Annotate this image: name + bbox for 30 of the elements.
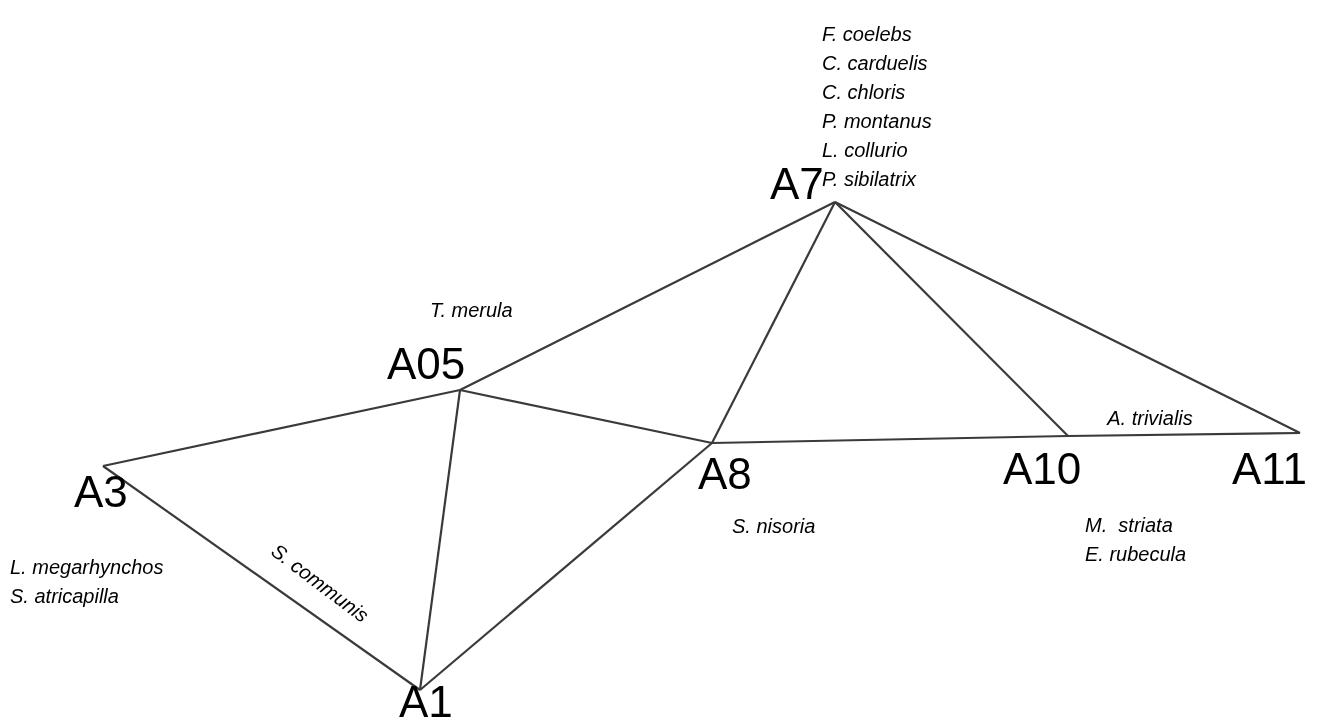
- species-name: C. chloris: [822, 80, 907, 105]
- site-label: A11: [1232, 447, 1308, 491]
- connector-line: [102, 465, 421, 691]
- species-name: E. rubecula: [1085, 542, 1187, 567]
- species-name: S. nisoria: [732, 514, 816, 539]
- site-label: A05: [387, 342, 466, 386]
- site-label: A1: [399, 680, 453, 722]
- connector-line: [834, 201, 1301, 434]
- species-name: T. merula: [430, 298, 513, 323]
- species-name: F. coelebs: [822, 22, 913, 47]
- site-label: A3: [74, 470, 128, 514]
- connector-line: [1068, 431, 1300, 438]
- site-label: A8: [698, 452, 752, 496]
- connector-line: [102, 388, 461, 468]
- species-name: S. atricapilla: [10, 584, 120, 609]
- species-name: L. collurio: [822, 138, 909, 163]
- connector-line: [419, 442, 713, 691]
- connector-line: [418, 389, 462, 691]
- connector-line: [711, 434, 1069, 445]
- species-name: L. megarhynchos: [10, 555, 164, 580]
- connector-line: [459, 201, 836, 391]
- species-name: C. carduelis: [822, 51, 929, 76]
- connector-line: [711, 201, 836, 444]
- species-name: M. striata: [1085, 513, 1174, 538]
- species-name: P. montanus: [822, 109, 932, 134]
- edge-label: A. trivialis: [1107, 408, 1193, 428]
- connector-line: [834, 201, 1069, 437]
- connector-line: [459, 388, 713, 445]
- site-label: A10: [1003, 447, 1082, 491]
- species-name: P. sibilatrix: [822, 167, 918, 192]
